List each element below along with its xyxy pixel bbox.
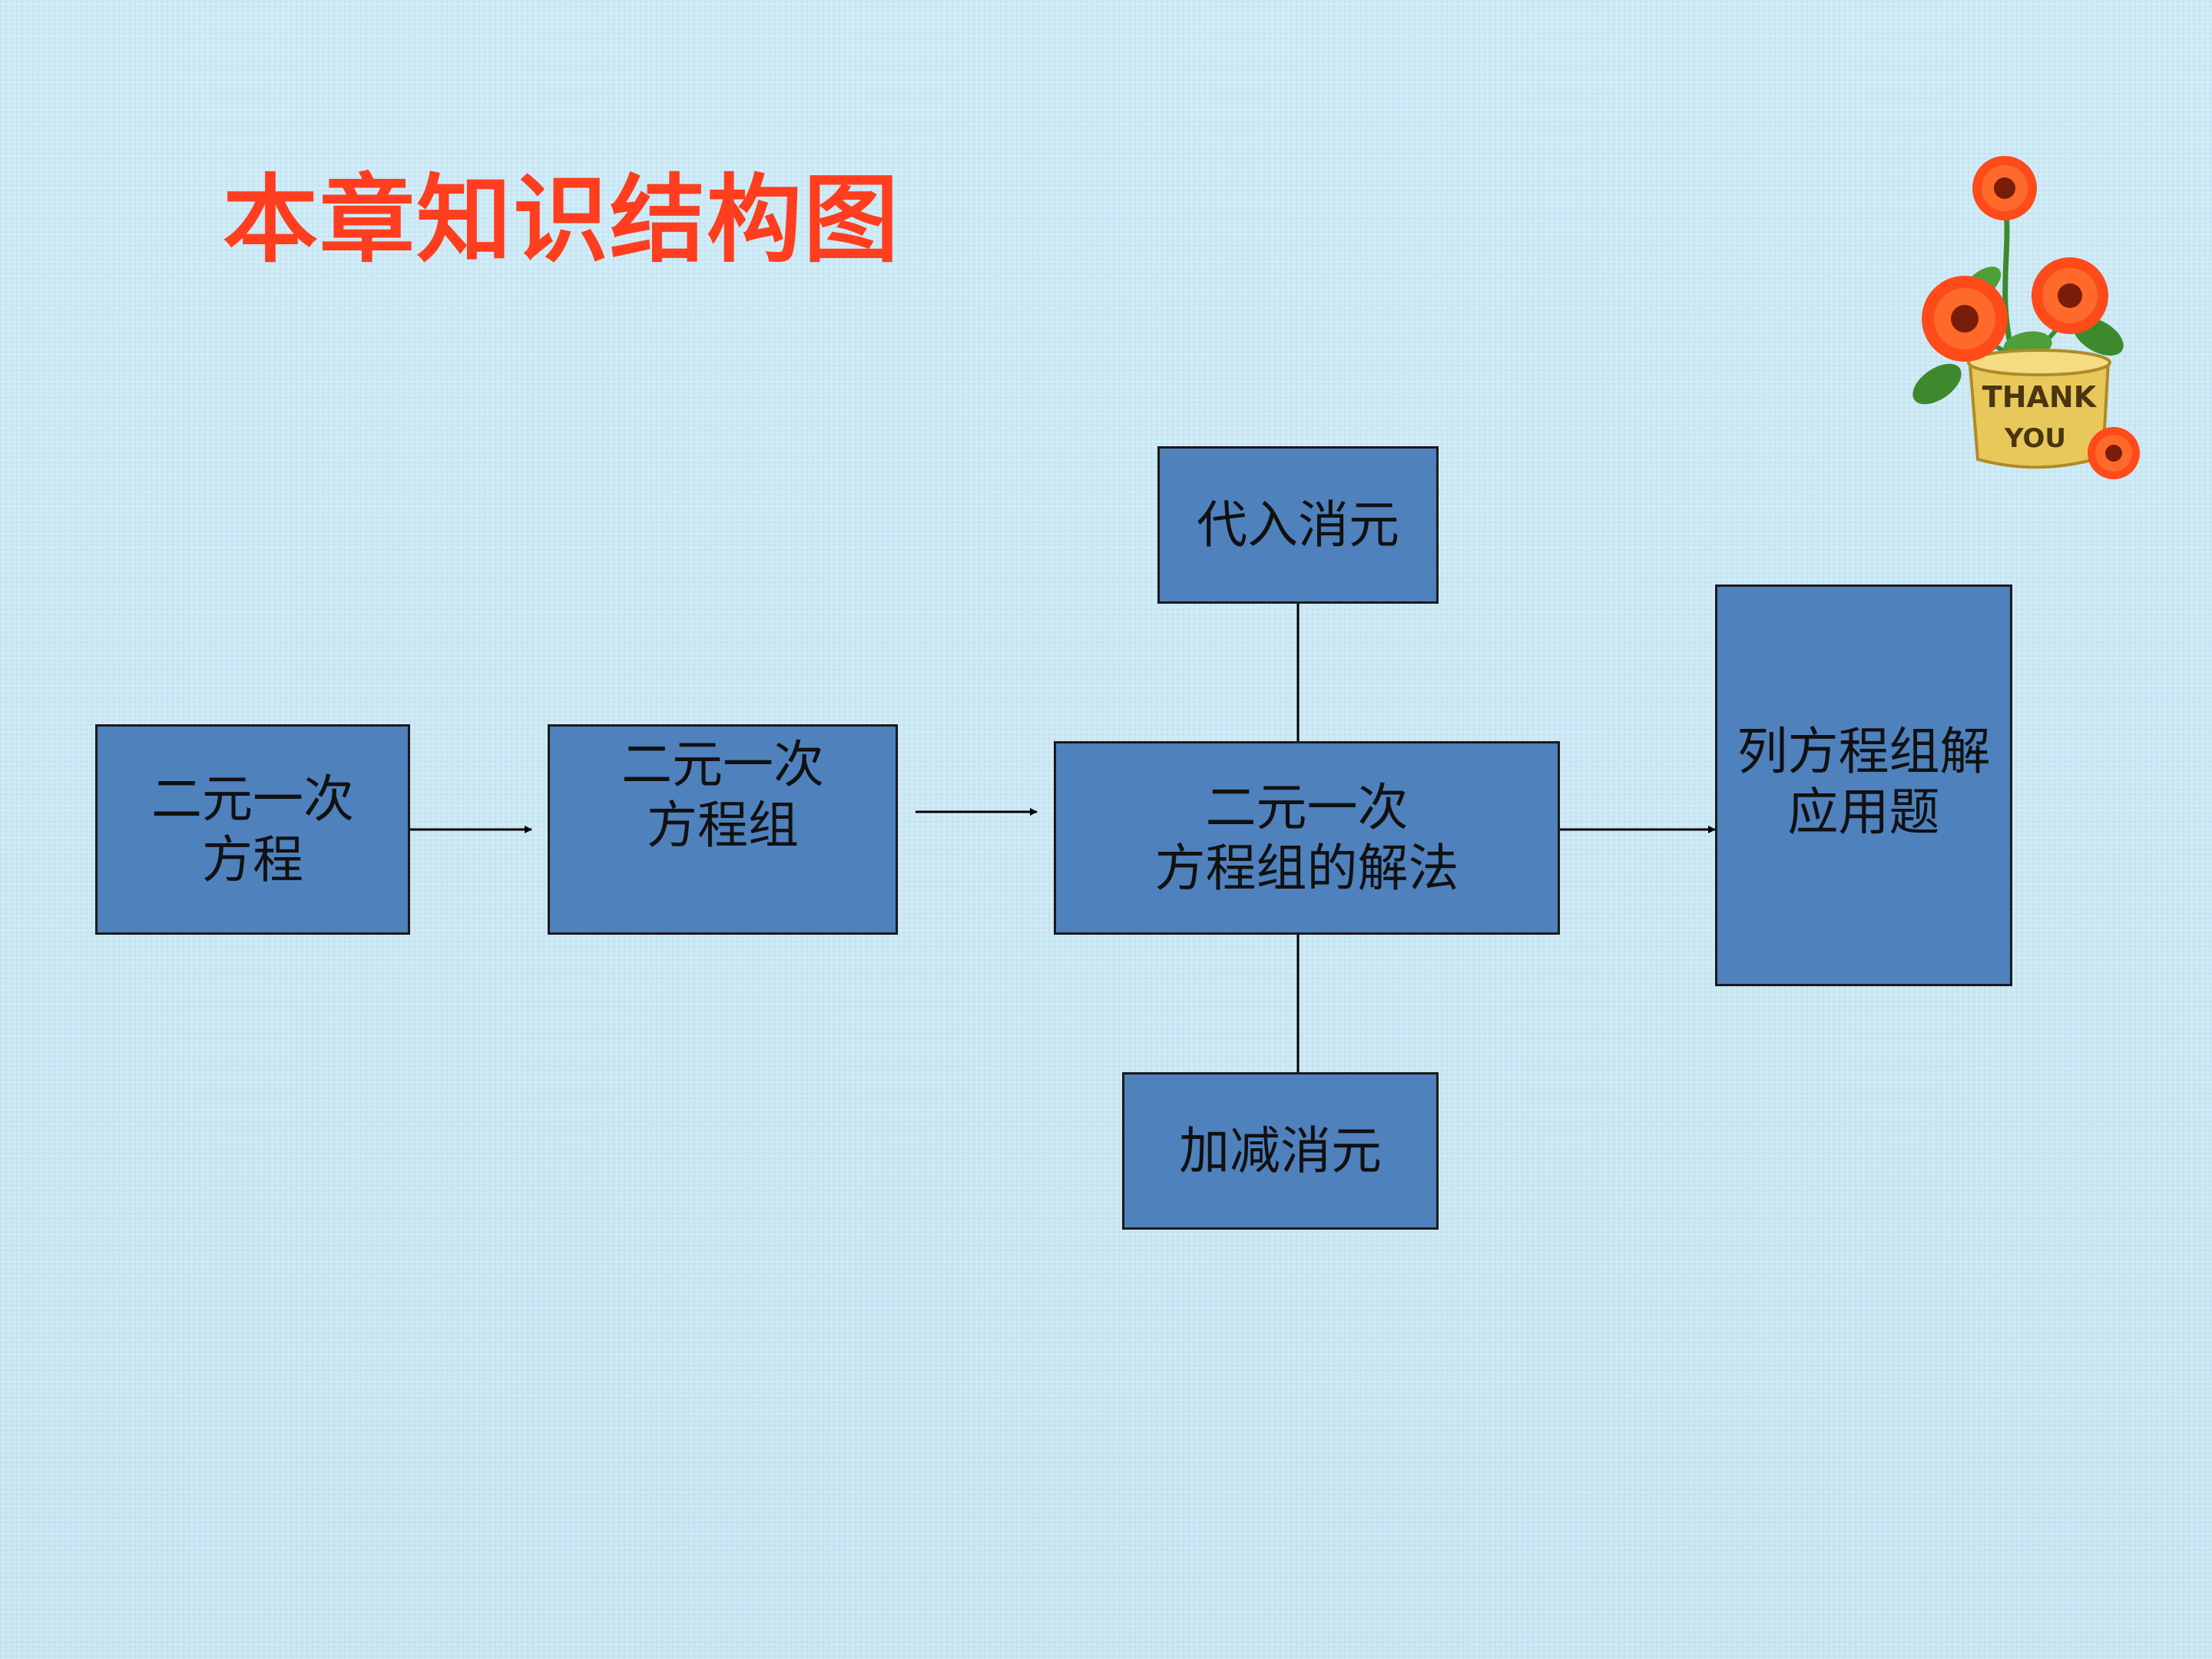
node-linear-system-line-1: 二元一次 [621,735,824,794]
node-linear-system: 二元一次 方程组 [548,724,898,935]
node-linear-equation-line-1: 二元一次 [151,769,354,829]
node-linear-equation-line-2: 方程 [202,830,303,889]
node-solution-methods: 二元一次 方程组的解法 [1054,741,1560,935]
node-application: 列方程组解 应用题 [1715,584,2012,986]
slide-title: 本章知识结构图 [223,165,901,276]
node-application-line-1: 列方程组解 [1737,722,1991,781]
node-solution-methods-line-2: 方程组的解法 [1154,839,1459,898]
thank-you-flower-pot-icon: THANK YOU [1912,156,2140,479]
node-substitution-label: 代入消元 [1197,495,1399,555]
node-linear-equation: 二元一次 方程 [95,724,410,935]
node-linear-system-line-2: 方程组 [647,796,799,856]
pot-text-thank: THANK [1982,380,2098,414]
node-solution-methods-line-1: 二元一次 [1205,777,1409,837]
node-application-line-2: 应用题 [1787,783,1940,843]
pot-text-you: YOU [2004,423,2066,454]
node-addition-subtraction: 加减消元 [1122,1072,1439,1230]
node-substitution: 代入消元 [1157,446,1439,604]
node-addition-subtraction-label: 加减消元 [1179,1121,1382,1181]
